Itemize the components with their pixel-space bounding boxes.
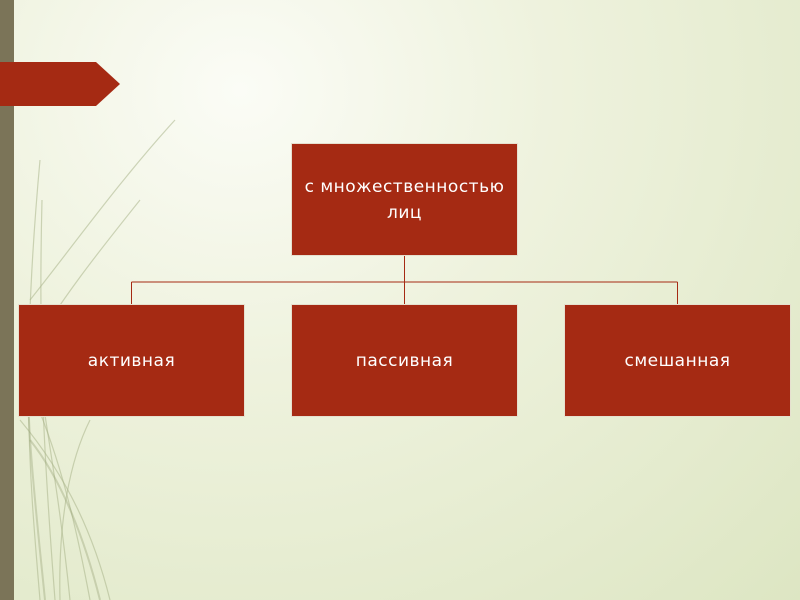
root-node: с множественностью лиц [291,143,518,256]
child-node-label: смешанная [624,350,731,371]
child-node-active: активная [18,304,245,417]
root-node-label: с множественностью лиц [304,176,505,223]
child-node-label: пассивная [355,350,454,371]
sidebar-strip [0,0,14,600]
arrow-tab [0,62,120,106]
child-node-passive: пассивная [291,304,518,417]
child-node-mixed: смешанная [564,304,791,417]
child-node-label: активная [87,350,176,371]
